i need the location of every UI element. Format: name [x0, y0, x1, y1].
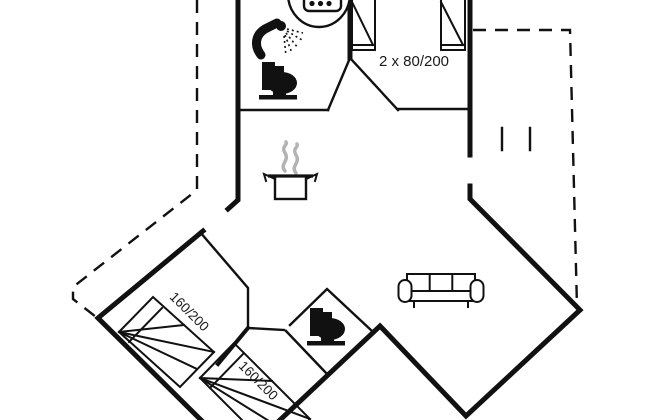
door-leaf-bedroom-top [348, 56, 400, 112]
double-bed-icon [117, 295, 216, 389]
sofa-icon [397, 273, 485, 308]
washbasin-icon [287, 0, 351, 29]
exterior-walls [94, 0, 584, 420]
steam-icon [281, 140, 289, 173]
wall-left-bedroom-kitchen [198, 230, 286, 332]
bathroom-fixtures [252, 0, 351, 100]
terrace-step-ticks [500, 126, 532, 152]
single-bed-icon [350, 0, 376, 51]
toilet-icon [259, 62, 297, 100]
terrace-outline-left [71, 0, 199, 318]
single-bed-icon [439, 0, 466, 51]
double-bed-icon [198, 341, 312, 420]
terrace-outline-right [473, 28, 579, 308]
wall-left [224, 0, 241, 213]
cooking-pot-icon [262, 140, 319, 201]
toilet-icon-wc [307, 308, 345, 346]
wall-southwest-wing [94, 227, 207, 420]
top-bedroom: 2 x 80/200 [350, 0, 466, 70]
wall-right-lower [276, 183, 584, 420]
steam-icon [292, 142, 300, 175]
bed-size-label-left: 160/200 [167, 289, 212, 334]
door-leaf-bathroom [326, 56, 352, 112]
terrace-dashed-right [473, 28, 579, 308]
wall-wc-upper [288, 287, 373, 332]
left-bedroom: 160/200 [117, 289, 216, 389]
interior-walls [198, 56, 470, 377]
bed-size-label-top: 2 x 80/200 [379, 53, 449, 70]
wall-wc-lower-left [284, 329, 330, 377]
wall-bedrooms-divider [215, 325, 251, 367]
shower-icon [252, 18, 304, 60]
terrace-dashed-left [71, 0, 199, 318]
